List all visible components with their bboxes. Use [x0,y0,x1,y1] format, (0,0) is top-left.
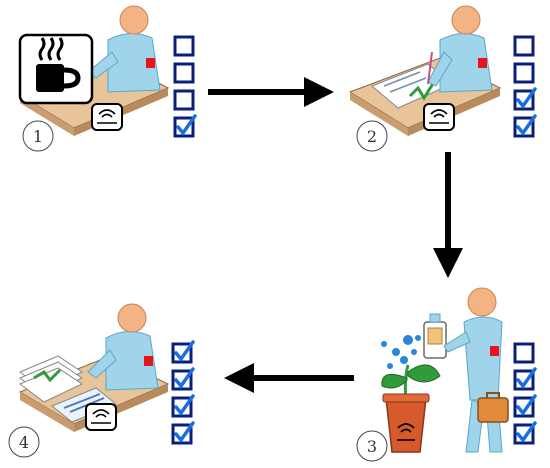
checkbox-icon [173,62,195,84]
checkbox-list [513,342,537,445]
step-label-1: 1 [22,120,54,152]
svg-text:2: 2 [367,127,377,146]
checkbox-icon [173,89,195,111]
svg-text:3: 3 [367,437,377,456]
handheld-device-icon [423,313,447,359]
step-label-2: 2 [356,120,388,152]
step-4: 4 [8,303,195,458]
step-label-3: 3 [356,430,388,462]
wireless-sensor-icon [85,403,117,431]
checkmark-icon [174,394,195,416]
svg-text:4: 4 [19,433,29,452]
checkbox-list [171,340,195,445]
step-2: 2 [348,5,537,152]
briefcase-icon [477,392,509,423]
checkmark-icon [516,114,537,136]
checkbox-icon [513,62,535,84]
water-splash-icon [381,335,421,369]
checkmark-icon [174,421,195,443]
person [87,303,159,391]
wireless-sensor-icon [423,103,455,131]
checkmark-icon [516,421,537,443]
step-1: 1 [18,5,197,152]
checkbox-list [513,35,537,138]
checkmark-icon [174,340,195,362]
person [443,287,503,453]
step-label-4: 4 [8,426,40,458]
report-stack [19,355,84,403]
person [87,5,161,93]
svg-text:1: 1 [33,127,43,146]
checkmark-icon [176,114,197,136]
checkbox-icon [173,35,195,57]
coffee-cup-icon [18,33,94,105]
checkbox-icon [513,342,535,364]
checkmark-icon [516,367,537,389]
person [427,5,493,93]
wireless-sensor-icon [91,103,123,131]
checkmark-icon [516,87,537,109]
step-3: 3 [356,287,537,462]
checkmark-icon [174,367,195,389]
potted-plant-icon [381,364,441,453]
checkmark-icon [516,394,537,416]
checkbox-icon [513,35,535,57]
checkbox-list [173,35,197,138]
